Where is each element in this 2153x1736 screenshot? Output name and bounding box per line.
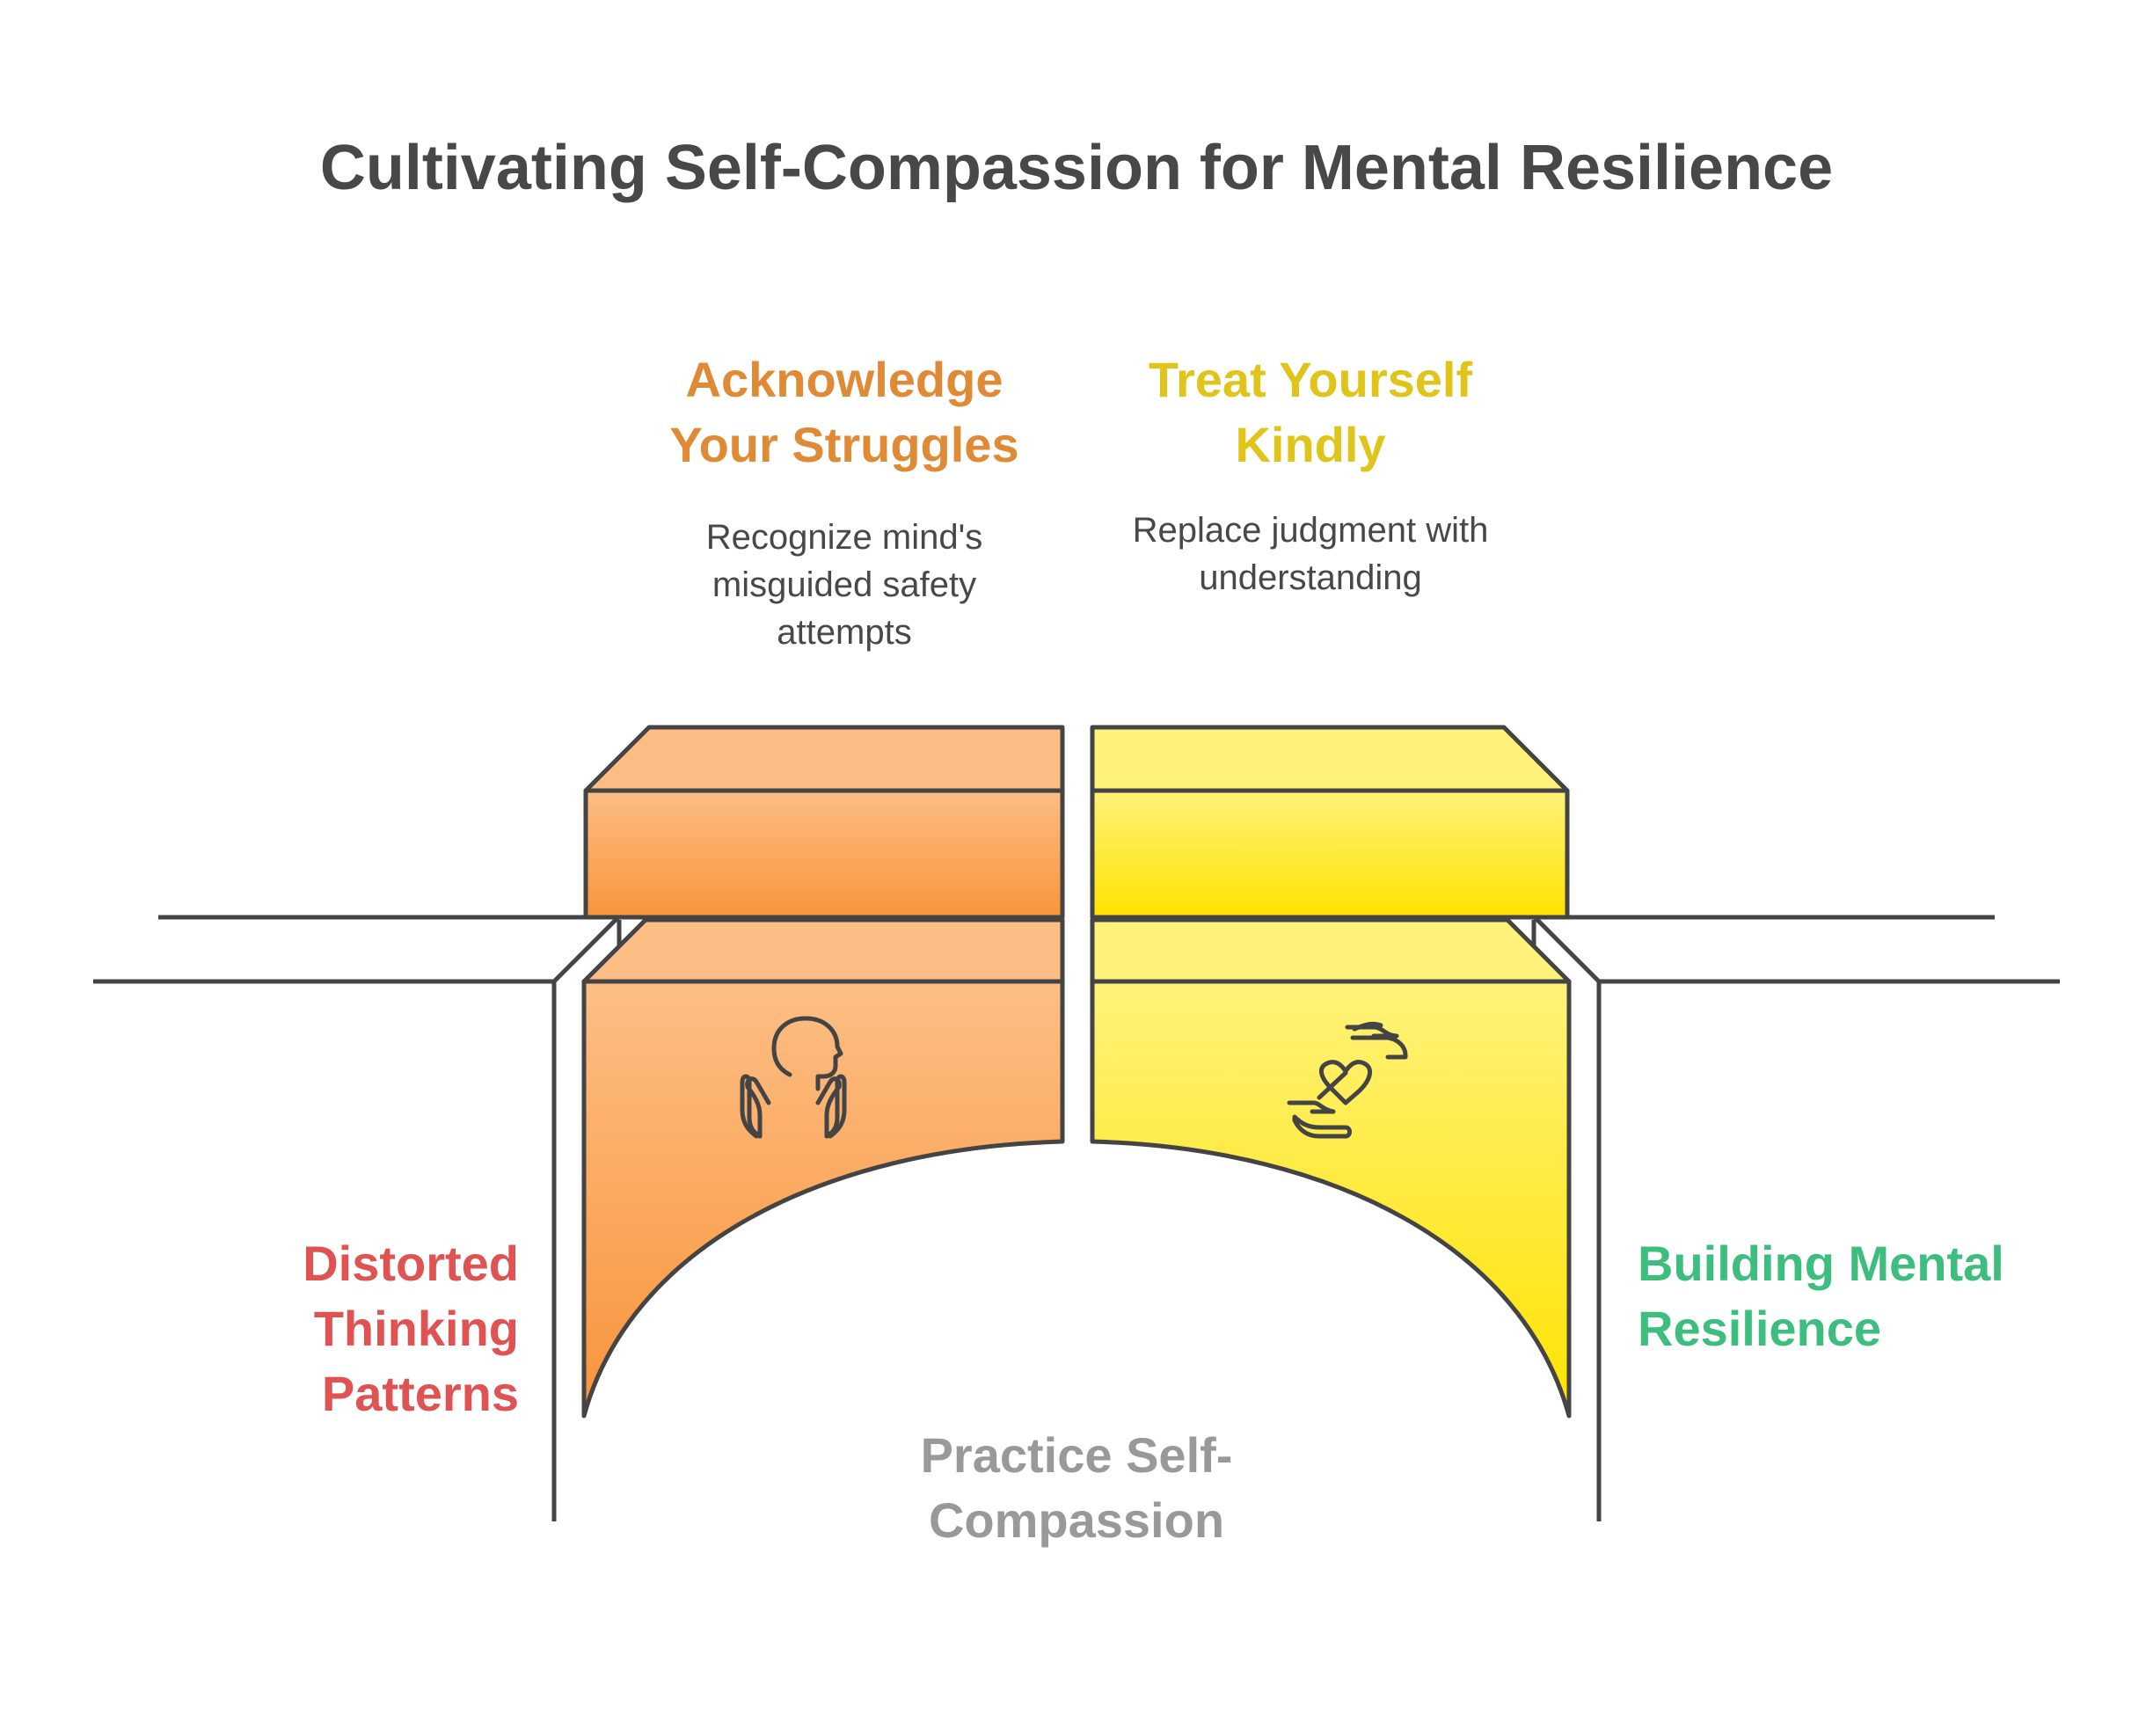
- yellow-block: [1090, 725, 1570, 920]
- page-title: Cultivating Self-Compassion for Mental R…: [319, 133, 1834, 203]
- step-2-heading-line2: Kindly: [1235, 417, 1386, 472]
- step-1-desc-line2: misguided safety: [712, 565, 977, 604]
- step-1-heading-line1: Acknowledge: [685, 352, 1004, 407]
- right-side-label: Building Mental Resilience: [1638, 1231, 2095, 1361]
- step-1-heading: Acknowledge Your Struggles: [616, 347, 1073, 478]
- step-2-desc-line1: Replace judgment with: [1132, 511, 1489, 550]
- left-side-line3: Patterns: [321, 1366, 519, 1421]
- bridge-label-line2: Compassion: [928, 1492, 1225, 1548]
- step-2-heading-line1: Treat Yourself: [1148, 352, 1473, 407]
- step-2-description: Replace judgment with understanding: [1082, 507, 1539, 602]
- left-side-label: Distorted Thinking Patterns: [158, 1231, 519, 1426]
- left-cliff-edge: [93, 917, 619, 984]
- person-open-hands-icon: [740, 1016, 847, 1139]
- step-2-heading: Treat Yourself Kindly: [1082, 347, 1539, 478]
- bridge-label: Practice Self- Compassion: [813, 1423, 1340, 1553]
- step-1-description: Recognize mind's misguided safety attemp…: [616, 514, 1073, 656]
- step-1-desc-line1: Recognize mind's: [705, 518, 983, 557]
- bridge-label-line1: Practice Self-: [920, 1427, 1233, 1483]
- right-side-line1: Building Mental: [1638, 1236, 2004, 1291]
- right-arch: [1090, 917, 1572, 1419]
- step-1-desc-line3: attempts: [777, 613, 912, 652]
- step-1-heading-line2: Your Struggles: [669, 417, 1019, 472]
- right-cliff-edge: [1534, 917, 2060, 984]
- hands-heart-icon: [1287, 1021, 1408, 1139]
- left-arch: [581, 917, 1065, 1419]
- left-side-line1: Distorted: [303, 1236, 519, 1291]
- step-2-desc-line2: understanding: [1199, 558, 1422, 597]
- left-side-line2: Thinking: [313, 1301, 519, 1356]
- right-side-line2: Resilience: [1638, 1301, 1882, 1356]
- orange-block: [583, 725, 1065, 920]
